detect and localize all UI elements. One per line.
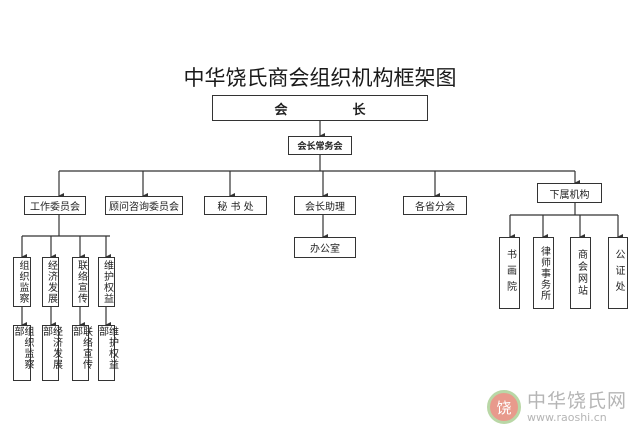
node-work-group: 维护权益 (98, 257, 115, 307)
watermark: 饶 中华饶氏网 www.raoshi.cn (487, 390, 627, 424)
node-subsidiaries: 下属机构 (537, 183, 602, 203)
node-department: 经济发展部 (40, 325, 62, 381)
watermark-url: www.raoshi.cn (527, 410, 607, 424)
node-label: 联络宣传部 (70, 326, 92, 370)
node-department: 组织监察部 (12, 325, 33, 381)
node-work-group: 联络宣传 (72, 257, 89, 307)
node-label: 会长常务会 (297, 142, 343, 152)
node-president-assistant: 会长助理 (294, 196, 356, 215)
node-label: 组织监察 (17, 260, 28, 304)
node-president: 会 长 (212, 95, 428, 121)
node-label: 各省分会 (415, 202, 455, 213)
node-label: 经济发展 (45, 260, 57, 304)
node-label: 下属机构 (549, 189, 590, 201)
node-work-group: 经济发展 (42, 257, 59, 307)
node-label: 会 长 (274, 102, 392, 118)
node-standing-committee: 会长常务会 (288, 136, 352, 155)
node-label: 联络宣传 (75, 260, 87, 304)
node-department: 维护权益部 (96, 325, 118, 381)
node-subsidiary: 公证处 (608, 237, 628, 309)
chart-title: 中华饶氏商会组织机构框架图 (183, 66, 457, 90)
node-subsidiary: 律师事务所 (533, 237, 554, 309)
node-secretariat: 秘 书 处 (204, 196, 267, 215)
node-department: 联络宣传部 (70, 325, 92, 381)
site-logo-icon: 饶 (487, 390, 521, 424)
node-label: 会长助理 (305, 202, 345, 213)
node-subsidiary: 书画院 (499, 237, 520, 309)
node-label: 维护权益部 (96, 326, 118, 370)
node-label: 商会网站 (575, 249, 587, 297)
node-label: 经济发展部 (40, 326, 62, 370)
node-label: 工作委员会 (30, 202, 80, 213)
watermark-name: 中华饶氏网 (527, 389, 628, 412)
node-label: 律师事务所 (538, 245, 550, 301)
node-work-committee: 工作委员会 (24, 196, 86, 215)
node-label: 维护权益 (101, 260, 113, 304)
node-office: 办公室 (294, 237, 356, 258)
node-label: 组织监察部 (12, 326, 33, 370)
node-label: 顾问咨询委员会 (109, 202, 179, 213)
node-label: 公证处 (613, 249, 624, 297)
node-label: 办公室 (310, 244, 340, 255)
node-provincial-branches: 各省分会 (403, 196, 467, 215)
node-subsidiary: 商会网站 (570, 237, 591, 309)
node-label: 秘 书 处 (217, 202, 254, 213)
node-work-group: 组织监察 (13, 257, 31, 307)
node-advisory-committee: 顾问咨询委员会 (105, 196, 183, 215)
node-label: 书画院 (504, 249, 516, 297)
